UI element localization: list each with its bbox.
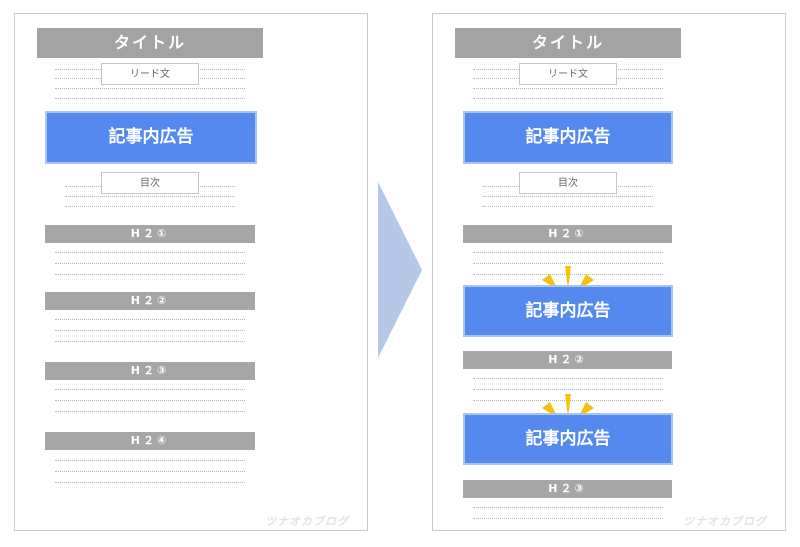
text-line	[55, 98, 245, 99]
text-line	[473, 263, 663, 264]
text-line	[55, 341, 245, 342]
text-line	[483, 206, 653, 207]
heading-h2-3: H２③	[463, 480, 672, 498]
text-line	[55, 330, 245, 331]
text-line	[55, 263, 245, 264]
text-line	[55, 274, 245, 275]
text-line	[55, 471, 245, 472]
watermark: ツナオカブログ	[265, 515, 349, 528]
text-line	[55, 482, 245, 483]
text-line	[65, 206, 235, 207]
lead-text-box: リード文	[519, 63, 617, 85]
text-line	[65, 196, 235, 197]
arrow-right-icon	[378, 182, 422, 358]
text-line	[55, 88, 245, 89]
heading-h2-1: H２①	[45, 225, 255, 243]
text-line	[55, 460, 245, 461]
page-title-bar: タイトル	[455, 28, 681, 58]
text-line	[55, 400, 245, 401]
heading-h2-4: H２④	[45, 432, 255, 450]
in-article-ad: 記事内広告	[463, 111, 673, 164]
text-line	[473, 378, 663, 379]
right-page-mockup: タイトル リード文 記事内広告 目次 H２① 記事内広告 H２② 記事内広告 H…	[432, 13, 786, 531]
text-line	[473, 88, 663, 89]
text-line	[473, 389, 663, 390]
watermark: ツナオカブログ	[683, 515, 767, 528]
text-line	[483, 196, 653, 197]
in-article-ad: 記事内広告	[45, 111, 257, 164]
heading-h2-1: H２①	[463, 225, 672, 243]
text-line	[473, 507, 663, 508]
text-line	[473, 518, 663, 519]
text-line	[55, 411, 245, 412]
heading-h2-3: H２③	[45, 362, 255, 380]
left-page-mockup: タイトル リード文 記事内広告 目次 H２① H２② H２③ H２④ ツナオカブ…	[14, 13, 368, 531]
heading-h2-2: H２②	[463, 351, 672, 369]
text-line	[55, 389, 245, 390]
in-article-ad: 記事内広告	[463, 285, 673, 337]
text-line	[473, 98, 663, 99]
text-line	[55, 252, 245, 253]
toc-box: 目次	[519, 172, 617, 194]
page-title-bar: タイトル	[37, 28, 263, 58]
lead-text-box: リード文	[101, 63, 199, 85]
text-line	[55, 319, 245, 320]
heading-h2-2: H２②	[45, 292, 255, 310]
toc-box: 目次	[101, 172, 199, 194]
in-article-ad: 記事内広告	[463, 413, 673, 465]
text-line	[473, 252, 663, 253]
